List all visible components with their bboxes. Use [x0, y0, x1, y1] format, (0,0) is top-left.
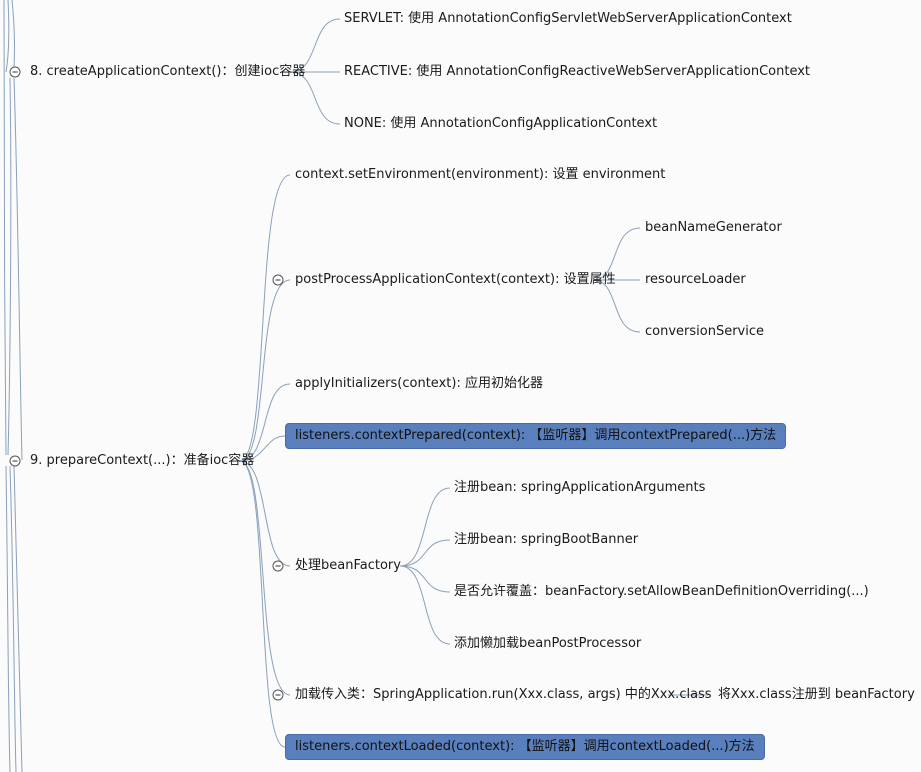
node-set-environment[interactable]: context.setEnvironment(environment): 设置 …: [295, 167, 666, 182]
collapse-toggle-loadclass[interactable]: [272, 689, 284, 701]
node-context-loaded[interactable]: listeners.contextLoaded(context): 【监听器】调…: [285, 734, 765, 760]
node-create-application-context[interactable]: 8. createApplicationContext()：创建ioc容器: [30, 64, 306, 79]
node-conversion-service[interactable]: conversionService: [645, 324, 764, 339]
collapse-toggle-beanfactory[interactable]: [272, 560, 284, 572]
node-allow-overriding[interactable]: 是否允许覆盖：beanFactory.setAllowBeanDefinitio…: [454, 584, 869, 599]
node-bean-name-generator[interactable]: beanNameGenerator: [645, 220, 782, 235]
node-register-xxx-class[interactable]: 将Xxx.class注册到 beanFactory: [718, 687, 915, 702]
node-lazy-init-post-processor[interactable]: 添加懒加载beanPostProcessor: [454, 636, 642, 651]
collapse-toggle-9[interactable]: [9, 455, 21, 467]
node-post-process-application-context[interactable]: postProcessApplicationContext(context): …: [295, 272, 616, 287]
node-none[interactable]: NONE: 使用 AnnotationConfigApplicationCont…: [344, 116, 658, 131]
node-load-sources[interactable]: 加载传入类：SpringApplication.run(Xxx.class, a…: [295, 687, 712, 702]
node-reactive[interactable]: REACTIVE: 使用 AnnotationConfigReactiveWeb…: [344, 64, 811, 79]
node-handle-bean-factory[interactable]: 处理beanFactory: [295, 558, 401, 573]
node-servlet[interactable]: SERVLET: 使用 AnnotationConfigServletWebSe…: [344, 11, 792, 26]
node-prepare-context[interactable]: 9. prepareContext(...)：准备ioc容器: [30, 453, 255, 468]
node-register-boot-banner[interactable]: 注册bean: springBootBanner: [454, 532, 639, 547]
node-resource-loader[interactable]: resourceLoader: [645, 272, 746, 287]
node-register-application-arguments[interactable]: 注册bean: springApplicationArguments: [454, 480, 706, 495]
collapse-toggle-8[interactable]: [9, 66, 21, 78]
collapse-toggle-postprocess[interactable]: [272, 274, 284, 286]
node-context-prepared[interactable]: listeners.contextPrepared(context): 【监听器…: [285, 423, 787, 449]
node-apply-initializers[interactable]: applyInitializers(context): 应用初始化器: [295, 376, 543, 391]
